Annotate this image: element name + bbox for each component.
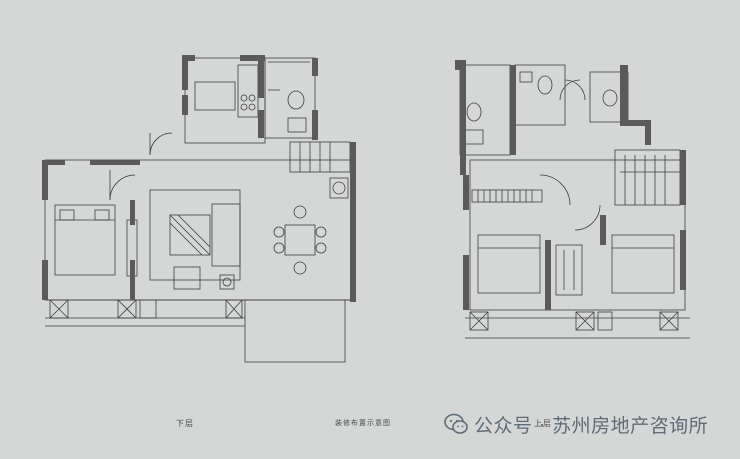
washbasin	[287, 117, 307, 133]
dining-chair	[315, 242, 327, 254]
toilet	[466, 102, 482, 122]
lower-floor-label: 下层	[176, 419, 194, 428]
coffee-table	[169, 214, 211, 256]
upper-floor-label: 上层	[534, 419, 552, 428]
wechat-icon	[444, 413, 468, 434]
armchair	[173, 266, 201, 290]
kitchen-counter	[194, 81, 236, 111]
wardrobe-middle	[555, 244, 583, 296]
dining-chair	[293, 261, 307, 275]
bath-door-swing	[559, 79, 581, 101]
bedroom-bed-right	[611, 234, 675, 294]
window-box	[469, 311, 489, 331]
watermark: 公众号 · 苏州房地产咨询所	[444, 410, 708, 438]
toilet	[537, 75, 553, 95]
wardrobe	[471, 189, 543, 203]
bedroom-bed	[54, 204, 116, 276]
window-box	[597, 311, 613, 331]
bedroom-door-swing	[109, 174, 136, 201]
dining-chair	[315, 226, 327, 238]
bedroom-bed-left	[477, 234, 541, 294]
plant-pot	[219, 274, 235, 290]
dining-chair	[273, 242, 285, 254]
lower-floor-plan	[44, 57, 356, 363]
stove-burner	[240, 94, 248, 102]
window-box	[139, 299, 157, 319]
entrance-door-swing	[149, 132, 173, 156]
window-box	[659, 311, 679, 331]
bathroom-2	[514, 64, 566, 126]
watermark-text: 公众号 · 苏州房地产咨询所	[474, 414, 709, 437]
bedroom-door-swing	[539, 174, 571, 206]
dining-chair	[273, 226, 285, 238]
legend-label: 装修布置示意图	[335, 419, 391, 427]
walls	[42, 55, 686, 310]
sofa	[211, 203, 241, 267]
balcony	[244, 299, 346, 363]
living-rug	[149, 189, 241, 281]
toilet	[287, 90, 305, 110]
window-box	[575, 311, 595, 331]
washbasin	[464, 129, 484, 145]
dining-table	[284, 224, 316, 256]
washing-machine	[329, 177, 349, 199]
kitchen-side-counter	[237, 64, 259, 118]
dining-chair	[293, 205, 307, 219]
bathroom-outline	[264, 57, 316, 139]
toilet	[602, 89, 618, 107]
upper-floor-plan	[459, 64, 690, 339]
